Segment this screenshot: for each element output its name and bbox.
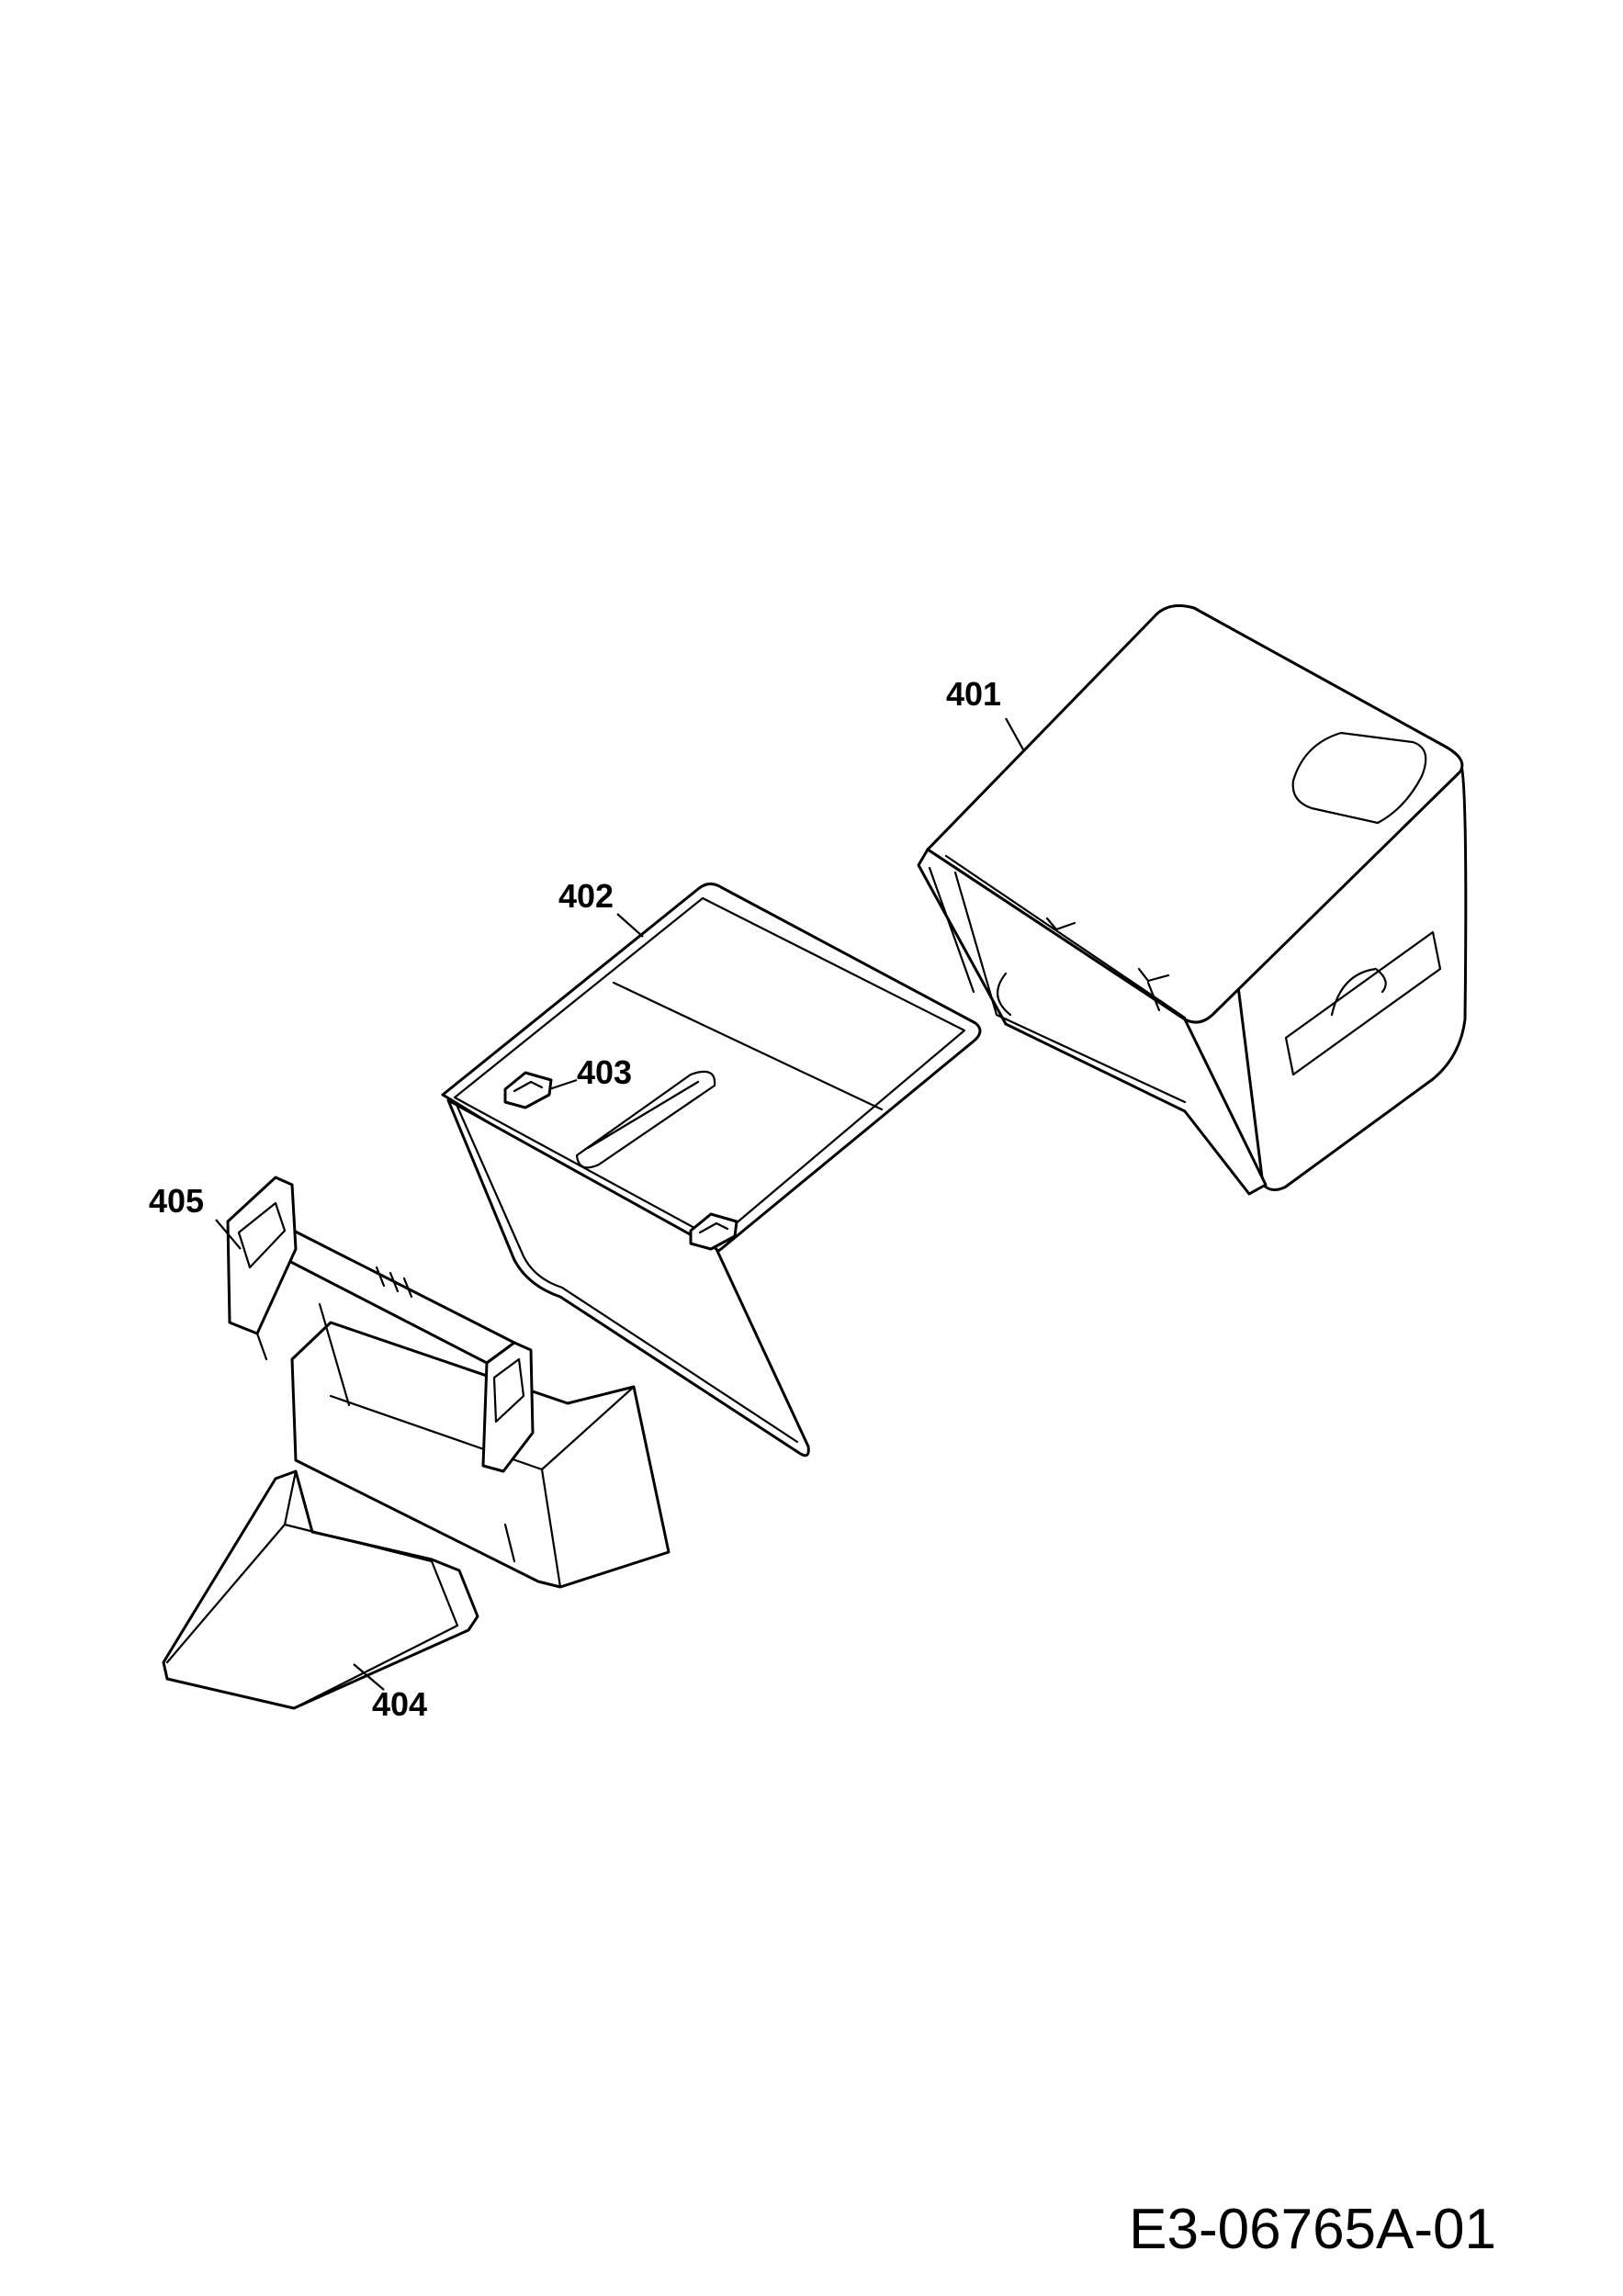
part-401-side-label (1284, 930, 1442, 1076)
part-403-clips (503, 1071, 738, 1251)
part-403-clip-a-detail (513, 1080, 544, 1093)
part-402-handle (575, 1070, 716, 1169)
leader-405 (215, 1219, 242, 1250)
callout-401: 401 (946, 675, 1001, 713)
leader-404 (353, 1663, 385, 1691)
part-401-top-window (1291, 731, 1427, 825)
leader-401 (1005, 717, 1025, 752)
callout-402: 402 (558, 877, 614, 915)
part-403-clip-b (689, 1212, 738, 1251)
callout-405: 405 (149, 1182, 204, 1220)
leader-403 (548, 1078, 578, 1091)
part-401-top-panel (926, 604, 1464, 1024)
callout-403: 403 (577, 1053, 632, 1091)
leader-402 (616, 913, 644, 938)
part-401-clips (997, 917, 1170, 1017)
part-404-chute-edges (165, 1469, 459, 1710)
leader-lines (215, 717, 1025, 1691)
drawing-number: E3-06765A-01 (1129, 2198, 1496, 2261)
part-401-bag-cover (917, 604, 1468, 1196)
part-402-bag-wall-rim (456, 1105, 799, 1444)
part-404-chute (162, 1469, 479, 1710)
part-402-crossbar (612, 981, 884, 1111)
part-402-frame-inner (453, 896, 966, 1242)
part-405-housing (290, 1321, 671, 1589)
part-402-bag-wall (446, 1098, 810, 1458)
part-405-right-post-detail (492, 1357, 525, 1424)
part-403-clip-a (503, 1071, 553, 1109)
part-401-front-panel (917, 848, 1268, 1196)
part-404-chute-body (162, 1469, 479, 1710)
part-405-left-post-detail (237, 1201, 287, 1361)
part-401-opening-frame (928, 854, 1187, 1104)
part-405-flap-frame (226, 1176, 671, 1589)
callout-404: 404 (372, 1685, 427, 1723)
part-403-clip-b-detail (698, 1221, 729, 1234)
part-402-bag-frame (441, 883, 982, 1458)
part-405-slots (318, 1266, 413, 1407)
